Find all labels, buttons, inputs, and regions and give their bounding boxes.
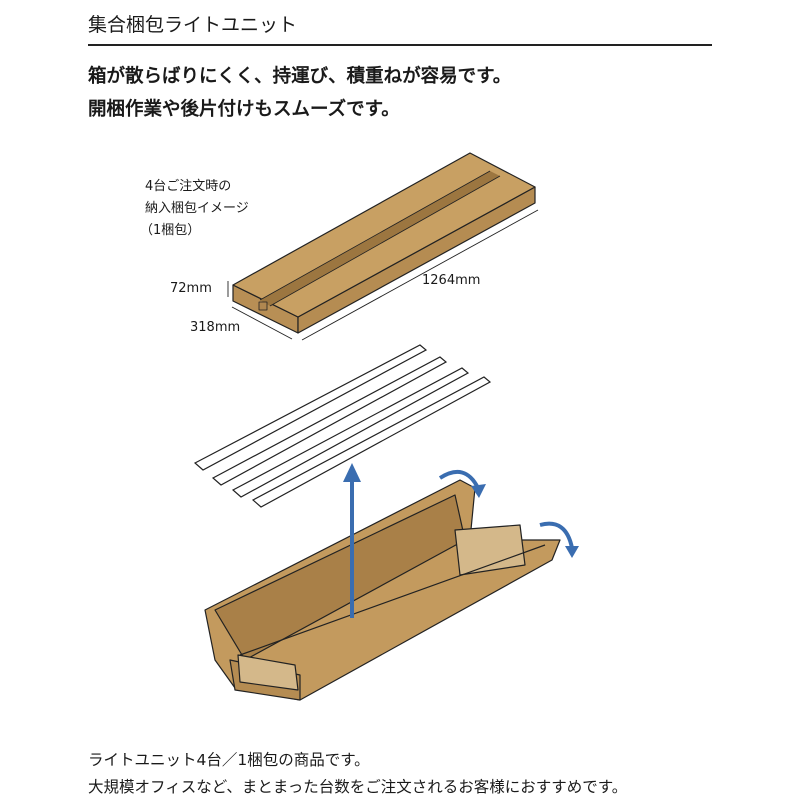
- figure-caption-3: （1梱包）: [140, 223, 201, 238]
- page-title: 集合梱包ライトユニット: [88, 14, 298, 36]
- figure-caption-1: 4台ご注文時の: [145, 179, 232, 194]
- lift-arrow: [343, 463, 361, 618]
- dimension-height: 72mm: [170, 281, 212, 296]
- figure-caption-2: 納入梱包イメージ: [145, 201, 249, 216]
- tape-strip: [260, 171, 500, 306]
- footer-line-1: ライトユニット4台／1梱包の商品です。: [88, 751, 370, 769]
- lead-line-1: 箱が散らばりにくく、持運び、積重ねが容易です。: [88, 66, 512, 87]
- dimension-lines: [227, 209, 539, 341]
- lead-line-2: 開梱作業や後片付けもスムーズです。: [88, 99, 400, 120]
- title-divider: [88, 44, 712, 46]
- closed-box: [232, 152, 536, 334]
- open-flap-arrow-right: [539, 521, 579, 558]
- open-flap-arrow-left: [438, 469, 486, 498]
- light-units: [193, 344, 492, 508]
- dimension-length: 1264mm: [422, 273, 481, 288]
- footer-line-2: 大規模オフィスなど、まとまった台数をご注文されるお客様におすすめです。: [88, 778, 628, 796]
- dimension-width: 318mm: [190, 320, 241, 335]
- open-box-tray: [204, 479, 561, 701]
